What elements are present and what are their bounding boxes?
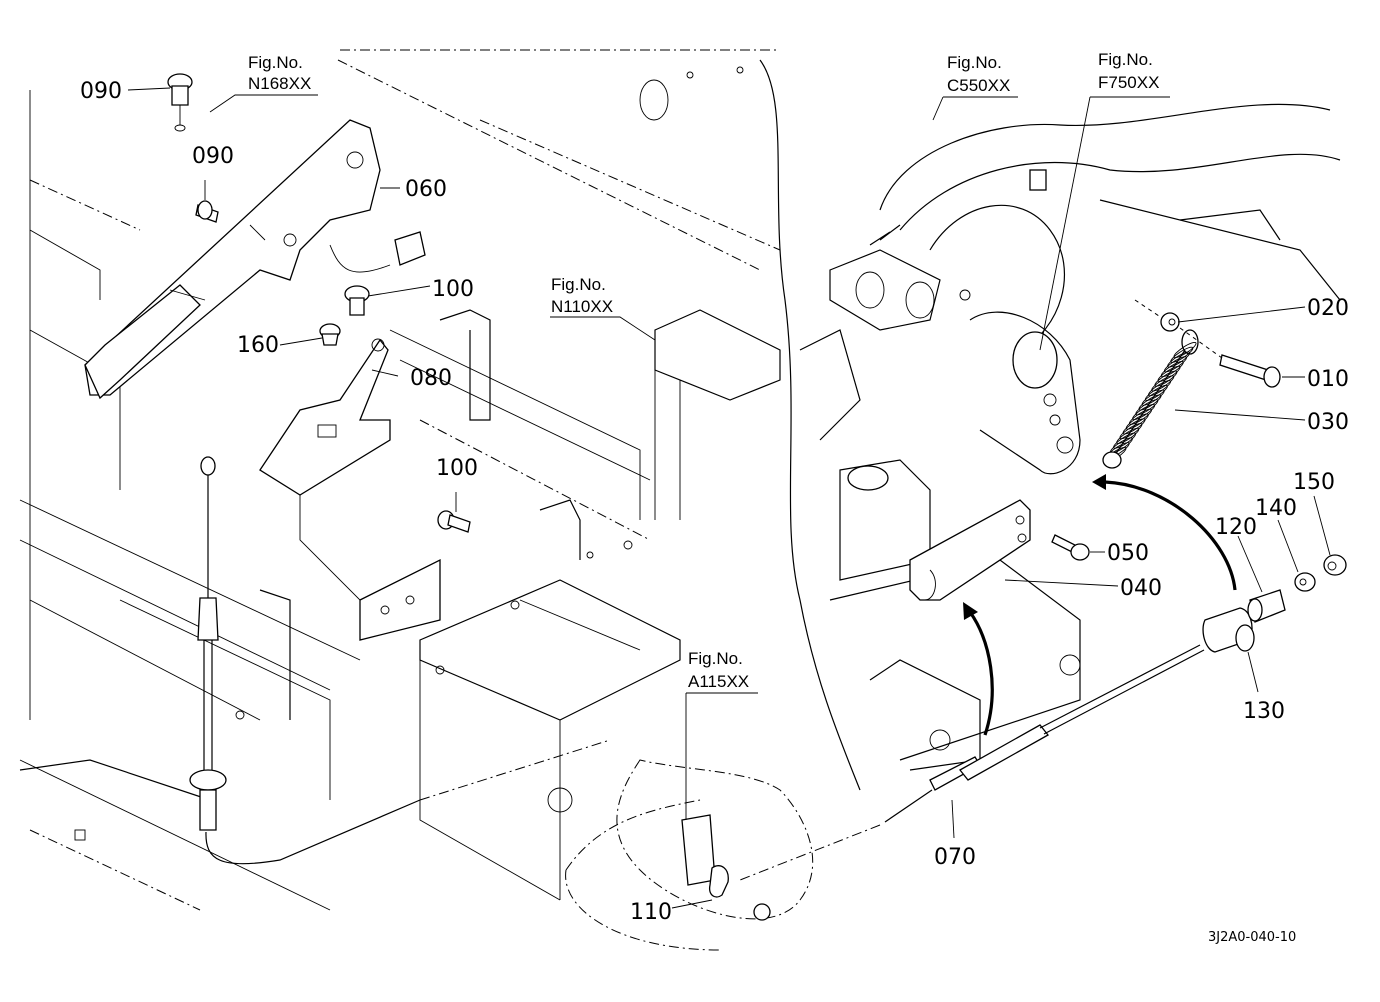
fig-ref-label: Fig.No. xyxy=(248,53,303,72)
callout-100-lower: 100 xyxy=(436,456,478,481)
part-040-bracket xyxy=(909,499,1031,601)
callout-030: 030 xyxy=(1307,410,1349,435)
callout-060: 060 xyxy=(405,177,447,202)
callout-130: 130 xyxy=(1243,699,1285,724)
part-090-bolts xyxy=(167,73,219,223)
part-110-clamp-detail xyxy=(565,759,814,951)
callout-110: 110 xyxy=(630,900,672,925)
part-020-nut xyxy=(1134,299,1223,359)
brake-pedal-assembly xyxy=(799,103,1341,771)
callout-120: 120 xyxy=(1215,515,1257,540)
callout-080: 080 xyxy=(410,366,452,391)
fig-ref-label: Fig.No. xyxy=(551,275,606,294)
callout-010: 010 xyxy=(1307,367,1349,392)
cable-end-hardware xyxy=(1202,554,1347,653)
chassis-outline xyxy=(19,49,861,911)
fig-ref-label: Fig.No. xyxy=(1098,50,1153,69)
leader-lines xyxy=(127,87,1331,909)
part-010-bolt xyxy=(1219,354,1281,388)
fig-ref-code: N110XX xyxy=(551,297,613,316)
fig-ref-code: F750XX xyxy=(1098,73,1159,92)
callout-050: 050 xyxy=(1107,541,1149,566)
assembly-arrows xyxy=(963,474,1237,736)
fig-ref-code: A115XX xyxy=(688,672,749,691)
fig-ref-label: Fig.No. xyxy=(947,53,1002,72)
part-100-bolts xyxy=(344,285,471,533)
callout-100-upper: 100 xyxy=(432,277,474,302)
fig-ref-label: Fig.No. xyxy=(688,649,743,668)
callout-150: 150 xyxy=(1293,470,1335,495)
brake-switch-cable xyxy=(189,456,611,865)
fig-ref-A115XX: Fig.No. A115XX xyxy=(688,649,749,691)
callout-140: 140 xyxy=(1255,496,1297,521)
fig-ref-C550XX: Fig.No. C550XX xyxy=(947,53,1010,95)
fig-ref-code: C550XX xyxy=(947,76,1010,95)
part-060-lever xyxy=(84,119,426,400)
callout-090-lower: 090 xyxy=(192,144,234,169)
fig-ref-N110XX: Fig.No. N110XX xyxy=(551,275,613,316)
callout-070: 070 xyxy=(934,845,976,870)
part-160-grommet xyxy=(319,323,341,346)
callout-160: 160 xyxy=(237,333,279,358)
drawing-code: 3J2A0-040-10 xyxy=(1208,930,1296,945)
part-050-bolt xyxy=(1051,534,1090,561)
fig-ref-code: N168XX xyxy=(248,74,311,93)
fig-ref-N168XX: Fig.No. N168XX xyxy=(248,53,311,93)
callout-020: 020 xyxy=(1307,296,1349,321)
part-070-cable xyxy=(739,644,1205,881)
part-030-spring xyxy=(1102,329,1199,469)
callout-040: 040 xyxy=(1120,576,1162,601)
callout-090-top: 090 xyxy=(80,79,122,104)
fig-ref-F750XX: Fig.No. F750XX xyxy=(1098,50,1159,92)
part-080-bracket xyxy=(259,338,441,641)
